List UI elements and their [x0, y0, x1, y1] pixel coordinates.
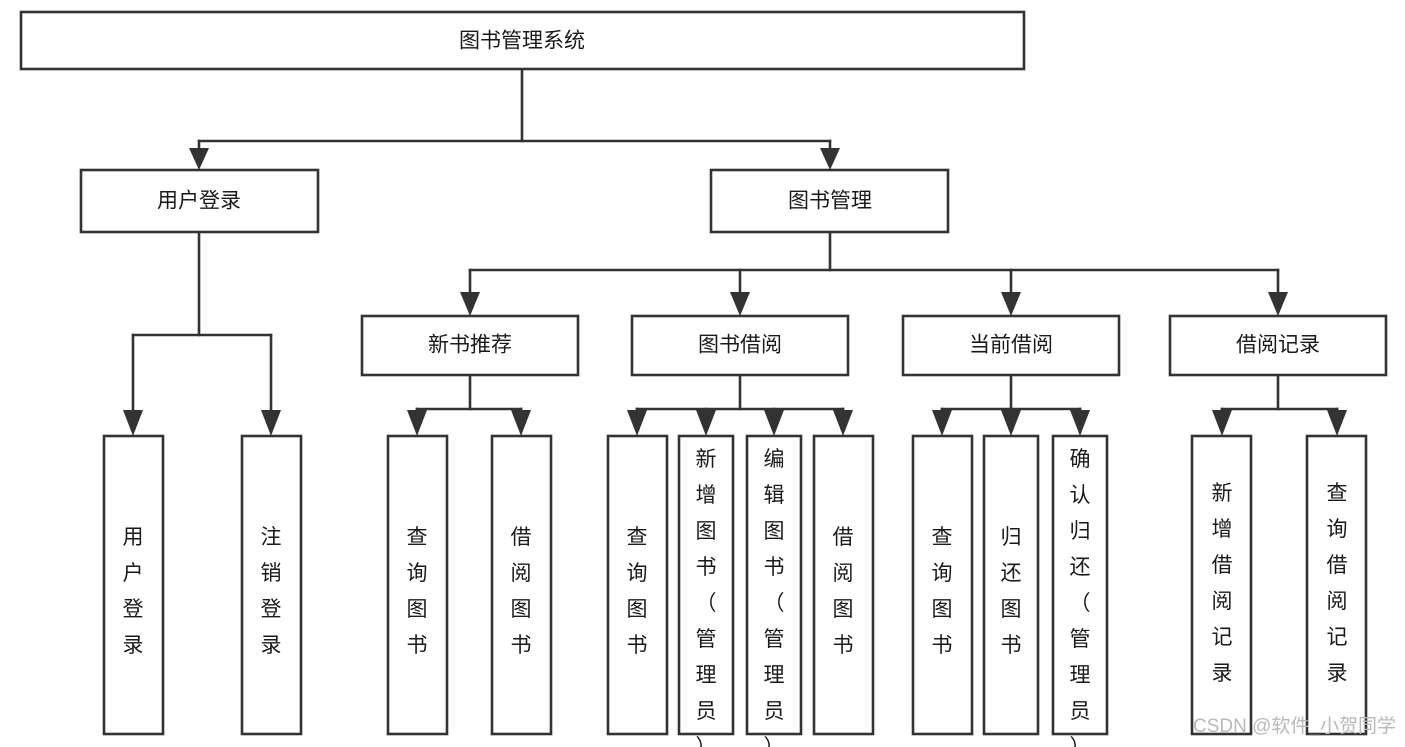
- node-book-manage-label: 图书管理: [788, 190, 872, 213]
- node-book-manage-box[interactable]: [709, 168, 950, 234]
- node-leaf-return-book-box[interactable]: [982, 434, 1040, 736]
- node-leaf-logout-box[interactable]: [240, 434, 303, 736]
- arrowhead-leaf-borrow-book-1: [511, 410, 531, 436]
- node-borrow-record-label: 借阅记录: [1236, 334, 1320, 357]
- arrowhead-borrow-record: [1268, 292, 1288, 316]
- node-new-book-rec[interactable]: 新书推荐: [360, 314, 580, 377]
- node-leaf-query-book-2[interactable]: 查询图书: [606, 434, 669, 736]
- node-leaf-confirm-return[interactable]: 确认归还（管理员）: [1051, 434, 1109, 747]
- node-current-borrow[interactable]: 当前借阅: [901, 314, 1121, 377]
- node-root[interactable]: 图书管理系统: [19, 10, 1026, 71]
- node-leaf-query-record-label: 查询借阅记录: [1327, 482, 1348, 685]
- node-book-manage[interactable]: 图书管理: [709, 168, 950, 234]
- node-leaf-query-book-2-label: 查询图书: [627, 526, 648, 657]
- arrowhead-leaf-query-book-1: [407, 410, 427, 436]
- node-leaf-query-record-box[interactable]: [1305, 434, 1368, 736]
- arrowhead-leaf-return-book: [1001, 410, 1021, 436]
- node-leaf-borrow-book-2-label: 借阅图书: [833, 526, 854, 657]
- node-leaf-query-record[interactable]: 查询借阅记录: [1305, 434, 1368, 736]
- node-leaf-query-book-3-label: 查询图书: [932, 526, 953, 657]
- node-leaf-user-login-label: 用户登录: [123, 526, 144, 657]
- arrowhead-leaf-edit-book: [764, 410, 784, 436]
- connector-layer: [123, 67, 1347, 436]
- node-leaf-add-book-label: 新增图书（管理员）: [696, 448, 717, 747]
- node-leaf-edit-book-label: 编辑图书（管理员）: [764, 448, 785, 747]
- arrowhead-leaf-borrow-book-2: [833, 410, 853, 436]
- node-leaf-confirm-return-box[interactable]: [1051, 434, 1109, 736]
- node-leaf-logout[interactable]: 注销登录: [240, 434, 303, 736]
- watermark-label: CSDN @软件_小贺同学: [1193, 715, 1396, 737]
- node-root-box[interactable]: [19, 10, 1026, 71]
- node-leaf-return-book[interactable]: 归还图书: [982, 434, 1040, 736]
- arrowhead-user-login: [189, 148, 209, 170]
- node-leaf-add-record[interactable]: 新增借阅记录: [1190, 434, 1253, 736]
- arrowhead-leaf-add-book: [696, 410, 716, 436]
- arrowhead-leaf-query-book-2: [627, 410, 647, 436]
- node-borrow-record[interactable]: 借阅记录: [1168, 314, 1388, 377]
- node-leaf-edit-book[interactable]: 编辑图书（管理员）: [745, 434, 803, 747]
- node-user-login-label: 用户登录: [157, 190, 241, 213]
- node-leaf-user-login[interactable]: 用户登录: [102, 434, 165, 736]
- node-book-borrow[interactable]: 图书借阅: [630, 314, 850, 377]
- arrowhead-book-borrow: [730, 292, 750, 316]
- arrowhead-leaf-query-book-3: [932, 410, 952, 436]
- node-current-borrow-box[interactable]: [901, 314, 1121, 377]
- node-leaf-add-record-box[interactable]: [1190, 434, 1253, 736]
- node-leaf-borrow-book-2[interactable]: 借阅图书: [812, 434, 875, 736]
- node-leaf-borrow-book-1-box[interactable]: [490, 434, 553, 736]
- node-new-book-rec-label: 新书推荐: [428, 334, 512, 357]
- node-leaf-add-record-label: 新增借阅记录: [1212, 482, 1233, 685]
- node-new-book-rec-box[interactable]: [360, 314, 580, 377]
- arrowhead-book-manage: [820, 148, 840, 170]
- node-leaf-edit-book-box[interactable]: [745, 434, 803, 736]
- node-borrow-record-box[interactable]: [1168, 314, 1388, 377]
- node-leaf-query-book-3[interactable]: 查询图书: [911, 434, 974, 736]
- node-leaf-user-login-box[interactable]: [102, 434, 165, 736]
- node-leaf-confirm-return-label: 确认归还（管理员）: [1070, 448, 1091, 747]
- arrowhead-leaf-confirm-return: [1070, 410, 1090, 436]
- node-leaf-query-book-1-label: 查询图书: [407, 526, 428, 657]
- node-leaf-return-book-label: 归还图书: [1001, 526, 1022, 657]
- node-leaf-query-book-1[interactable]: 查询图书: [386, 434, 449, 736]
- node-root-label: 图书管理系统: [459, 30, 585, 53]
- node-leaf-query-book-3-box[interactable]: [911, 434, 974, 736]
- arrowhead-new-book-rec: [460, 292, 480, 316]
- node-leaf-borrow-book-1-label: 借阅图书: [511, 526, 532, 657]
- arrowhead-leaf-query-record: [1327, 410, 1347, 436]
- node-leaf-borrow-book-2-box[interactable]: [812, 434, 875, 736]
- arrowhead-leaf-add-record: [1212, 410, 1232, 436]
- node-leaf-query-book-2-box[interactable]: [606, 434, 669, 736]
- node-leaf-add-book[interactable]: 新增图书（管理员）: [677, 434, 735, 747]
- node-leaf-borrow-book-1[interactable]: 借阅图书: [490, 434, 553, 736]
- arrowhead-current-borrow: [1001, 292, 1021, 316]
- node-leaf-add-book-box[interactable]: [677, 434, 735, 736]
- node-book-borrow-label: 图书借阅: [698, 334, 782, 357]
- node-current-borrow-label: 当前借阅: [969, 334, 1053, 357]
- node-user-login[interactable]: 用户登录: [79, 168, 320, 234]
- arrowhead-leaf-logout: [261, 410, 281, 436]
- node-leaf-logout-label: 注销登录: [261, 526, 282, 657]
- node-leaf-query-book-1-box[interactable]: [386, 434, 449, 736]
- node-book-borrow-box[interactable]: [630, 314, 850, 377]
- node-user-login-box[interactable]: [79, 168, 320, 234]
- arrowhead-leaf-user-login: [123, 410, 143, 436]
